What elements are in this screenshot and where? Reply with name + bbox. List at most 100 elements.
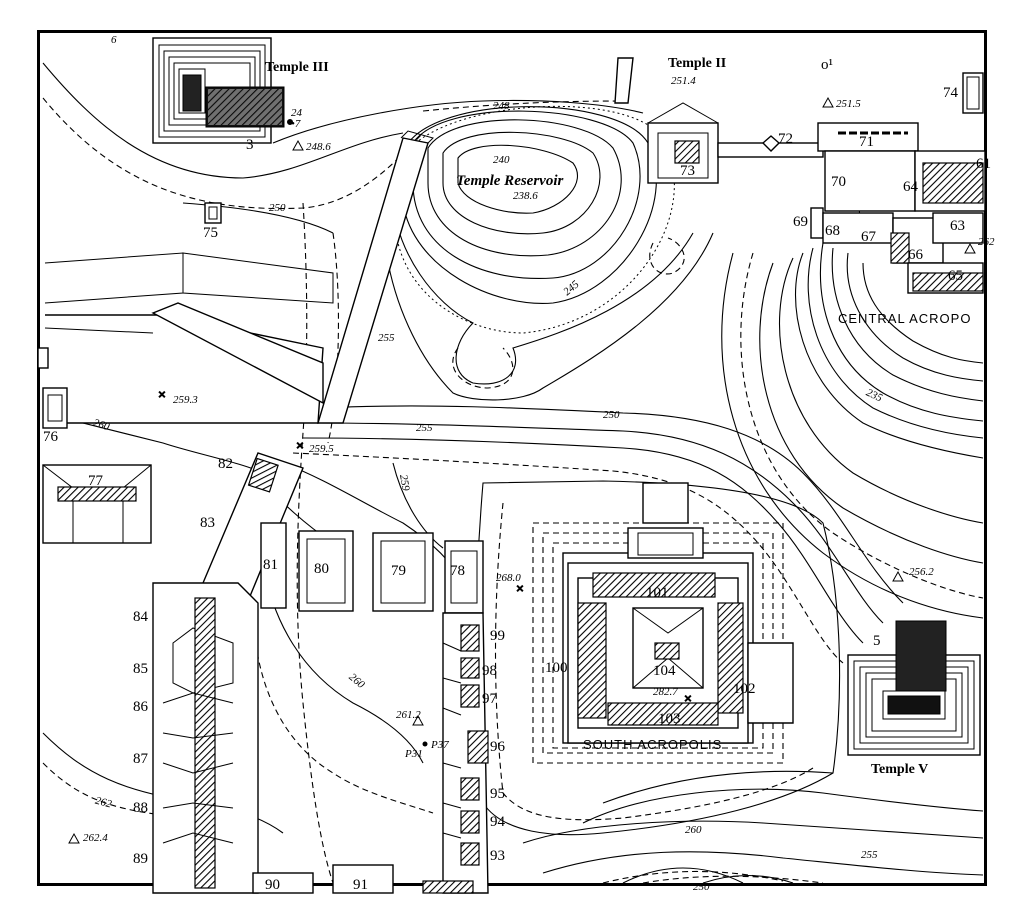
reservoir-labels: Temple Reservoir 238.6 240 bbox=[456, 154, 564, 202]
structure-number: 73 bbox=[680, 163, 695, 179]
structure-number: 24 bbox=[291, 107, 303, 119]
reservoir-contour: 240 bbox=[493, 154, 510, 166]
structure-number: 100 bbox=[545, 660, 568, 676]
structure-number: 90 bbox=[265, 877, 280, 893]
structure-number: 89 bbox=[133, 851, 148, 867]
structure-number: 83 bbox=[200, 515, 215, 531]
structure-number: 74 bbox=[943, 85, 959, 101]
contour-label: 260 bbox=[92, 417, 112, 434]
svg-text:×: × bbox=[158, 388, 166, 403]
south-acropolis bbox=[532, 482, 794, 764]
contour-label: 248 bbox=[493, 100, 510, 112]
reservoir-name: Temple Reservoir bbox=[456, 173, 564, 189]
structure-number: 79 bbox=[391, 563, 406, 579]
structure-number: 78 bbox=[450, 563, 465, 579]
structure-number: 5 bbox=[873, 633, 881, 649]
structure-number: 69 bbox=[793, 214, 808, 230]
structure-number: 97 bbox=[482, 691, 498, 707]
structure-number: 101 bbox=[646, 585, 669, 601]
structure-number: 81 bbox=[263, 557, 278, 573]
temple-labels: Temple III Temple II Temple V bbox=[265, 56, 928, 777]
map-frame: × × × × Temple III Temple II Temple V Te… bbox=[37, 30, 995, 894]
stela-p31: P31 bbox=[404, 748, 423, 760]
structure-number: 85 bbox=[133, 661, 148, 677]
spot-height: 259.5 bbox=[309, 443, 334, 455]
misc-labels: o¹ P37 P31 6 bbox=[111, 34, 833, 760]
spot-height-labels: 248.6 251.4 251.5 262 259.3 259.5 268.0 … bbox=[83, 75, 995, 844]
marker-o1: o¹ bbox=[821, 57, 833, 73]
spot-height: 282.7 bbox=[653, 686, 678, 698]
structure-number: 98 bbox=[482, 663, 497, 679]
spot-height: 262.4 bbox=[83, 832, 108, 844]
contour-label: 260 bbox=[346, 671, 367, 691]
contour-label: 255 bbox=[861, 849, 878, 861]
contour-label: 250 bbox=[693, 881, 710, 893]
structure-number: 93 bbox=[490, 848, 505, 864]
central-acropolis-label: CENTRAL ACROPO bbox=[838, 311, 971, 326]
structure-number: 61 bbox=[976, 156, 991, 172]
structure-number: 3 bbox=[246, 137, 254, 153]
west-structures bbox=[42, 202, 489, 894]
spot-height: 251.5 bbox=[836, 98, 861, 110]
structure-number: 68 bbox=[825, 223, 840, 239]
structure-number: 103 bbox=[658, 711, 681, 727]
structure-number: 70 bbox=[831, 174, 846, 190]
south-acropolis-label: SOUTH ACROPOLIS bbox=[583, 737, 722, 752]
temple-v bbox=[847, 620, 981, 756]
structure-number: •7 bbox=[291, 118, 301, 130]
structure-number: 67 bbox=[861, 229, 877, 245]
structure-number: 84 bbox=[133, 609, 149, 625]
site-map: × × × × Temple III Temple II Temple V Te… bbox=[37, 34, 995, 894]
contour-label: 255 bbox=[416, 422, 433, 434]
structure-number: 72 bbox=[778, 131, 793, 147]
structure-number: 75 bbox=[203, 225, 218, 241]
area-labels: CENTRAL ACROPO SOUTH ACROPOLIS bbox=[583, 311, 971, 752]
structure-number: 95 bbox=[490, 786, 505, 802]
contour-label: 235 bbox=[864, 387, 884, 405]
contour-label: 262 bbox=[94, 795, 114, 811]
contour-label: 250 bbox=[269, 202, 286, 214]
structure-number: 77 bbox=[88, 473, 104, 489]
structure-number: 71 bbox=[859, 134, 874, 150]
stela-p37: P37 bbox=[430, 739, 449, 751]
spot-height: 262 bbox=[978, 236, 995, 248]
spot-height: 256.2 bbox=[909, 566, 934, 578]
structure-numbers: 3 5 24 •7 61 63 64 65 66 67 68 69 70 71 … bbox=[43, 85, 991, 893]
structure-number: 94 bbox=[490, 814, 506, 830]
svg-text:×: × bbox=[516, 582, 524, 597]
contour-label: 255 bbox=[378, 332, 395, 344]
contour-labels: 248 250 255 245 235 260 255 259 250 260 … bbox=[92, 100, 885, 893]
structure-number: 91 bbox=[353, 877, 368, 893]
svg-text:×: × bbox=[684, 692, 692, 707]
structure-number: 86 bbox=[133, 699, 149, 715]
temple-iii-label: Temple III bbox=[265, 60, 329, 75]
structure-number: 104 bbox=[653, 663, 676, 679]
svg-text:×: × bbox=[296, 439, 304, 454]
structure-number: 63 bbox=[950, 218, 965, 234]
reservoir-elevation: 238.6 bbox=[513, 190, 538, 202]
temple-ii-group bbox=[614, 57, 986, 294]
causeways bbox=[37, 130, 434, 424]
temple-ii-label: Temple II bbox=[668, 56, 726, 71]
structure-number: 80 bbox=[314, 561, 329, 577]
contour-label: 259 bbox=[397, 474, 412, 493]
temple-iii bbox=[152, 37, 285, 144]
structure-number: 102 bbox=[733, 681, 756, 697]
spot-height: 261.2 bbox=[396, 709, 421, 721]
structure-number: 66 bbox=[908, 247, 924, 263]
contour-label: 260 bbox=[685, 824, 702, 836]
temple-v-label: Temple V bbox=[871, 762, 928, 777]
contour-label: 250 bbox=[603, 409, 620, 421]
structure-number: 64 bbox=[903, 179, 919, 195]
structure-number: 65 bbox=[948, 268, 963, 284]
structure-number: 88 bbox=[133, 800, 148, 816]
spot-height: 268.0 bbox=[496, 572, 521, 584]
spot-height: 251.4 bbox=[671, 75, 696, 87]
spot-height: 259.3 bbox=[173, 394, 198, 406]
structure-number: 96 bbox=[490, 739, 506, 755]
structure-number: 76 bbox=[43, 429, 59, 445]
spot-height-markers: × × × × bbox=[68, 96, 976, 844]
corner-number: 6 bbox=[111, 34, 117, 46]
spot-height: 248.6 bbox=[306, 141, 331, 153]
structure-number: 99 bbox=[490, 628, 505, 644]
